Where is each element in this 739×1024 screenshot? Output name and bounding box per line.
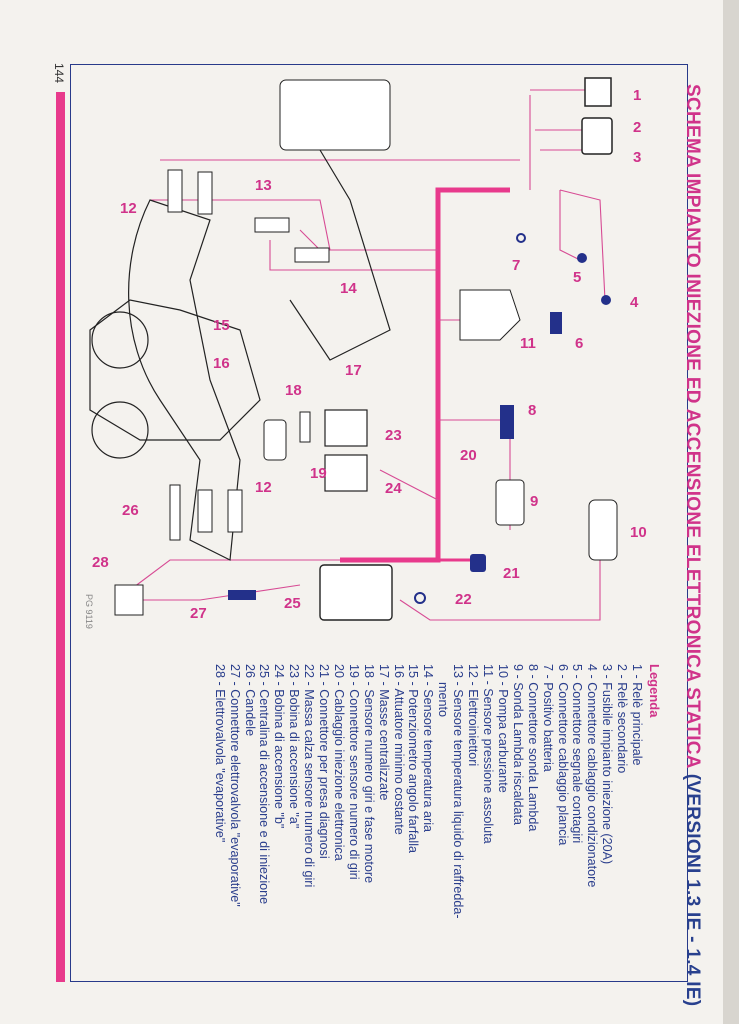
legend-item: 10 - Pompa carburante [495, 664, 510, 793]
legend-item: 26 - Candele [242, 664, 257, 737]
diagram-frame [70, 64, 688, 982]
callout-22: 22 [455, 591, 472, 608]
pressure-sensor [459, 289, 521, 341]
callout-2: 2 [633, 119, 641, 136]
legend-item: 18 - Sensore numero giri e fase motore [361, 664, 376, 884]
callout-14: 14 [340, 280, 357, 297]
legend-item: 19 - Connettore sensore numero di giri [346, 664, 361, 880]
legend-item: 28 - Elettrovalvola "evaporative" [212, 664, 227, 843]
air-filter [279, 79, 391, 151]
legend-item: 14 - Sensore temperatura aria [421, 664, 436, 833]
main-relay [584, 77, 612, 107]
legend-item: 2 - Relè secondario [615, 664, 630, 774]
title-main: SCHEMA IMPIANTO INIEZIONE ED ACCENSIONE … [682, 84, 703, 769]
legend-item: 7 - Positivo batteria [540, 664, 555, 772]
callout-11: 11 [520, 335, 536, 352]
callout-24: 24 [385, 480, 402, 497]
legend-item: 24 - Bobina di accensione "b" [272, 664, 287, 829]
callout-12: 12 [120, 200, 137, 217]
callout-6: 6 [575, 335, 583, 352]
legend-item: 9 - Sonda Lambda riscaldata [510, 664, 525, 826]
lambda-sensor [495, 479, 525, 526]
legend-item-continued: mento [436, 682, 451, 718]
legend-item: 8 - Connettore sonda Lambda [525, 664, 540, 832]
callout-10: 10 [630, 524, 647, 541]
page-title: SCHEMA IMPIANTO INIEZIONE ED ACCENSIONE … [681, 84, 703, 1006]
callout-21: 21 [503, 565, 520, 582]
callout-28: 28 [92, 554, 109, 571]
legend-item: 4 - Connettore cablaggio condizionatore [585, 664, 600, 888]
legend-item: 3 - Fusibile impianto iniezione (20A) [600, 664, 615, 865]
legend-item: 17 - Masse centralizzate [376, 664, 391, 801]
callout-26: 26 [122, 502, 139, 519]
callout-20: 20 [460, 447, 477, 464]
fuel-pump [588, 499, 618, 561]
legend-item: 16 - Attuatore minimo costante [391, 664, 406, 835]
callout-12b: 12 [255, 479, 272, 496]
callout-13: 13 [255, 177, 272, 194]
title-version: (VERSIONI 1.3 IE - 1.4 IE) [682, 773, 703, 1007]
legend-item: 22 - Massa calza sensore numero di giri [302, 664, 317, 888]
main-harness [340, 187, 510, 563]
callout-9: 9 [530, 493, 538, 510]
page-edge [723, 0, 739, 1024]
engine-block [89, 299, 261, 441]
legend-item: 21 - Connettore per presa diagnosi [317, 664, 332, 859]
legend-item: 5 - Connettore segnale contagiri [570, 664, 585, 844]
legend-item: 6 - Connettore cablaggio plancia [555, 664, 570, 846]
legend-item: 13 - Sensore temperatura liquido di raff… [451, 664, 466, 919]
accent-bar [56, 92, 65, 982]
legend-item: 1 - Relè principale [630, 664, 645, 766]
legend-item: 20 - Cablaggio iniezione elettronica [331, 664, 346, 861]
callout-3: 3 [633, 149, 641, 166]
callout-7: 7 [512, 257, 520, 274]
intake-manifold [128, 199, 241, 561]
callout-16: 16 [213, 355, 230, 372]
callout-18: 18 [285, 382, 302, 399]
callout-15: 15 [213, 317, 230, 334]
callout-8: 8 [528, 402, 536, 419]
callout-17: 17 [345, 362, 362, 379]
callout-23: 23 [385, 427, 402, 444]
callout-25: 25 [284, 595, 301, 612]
legend-item: 15 - Potenziometro angolo farfalla [406, 664, 421, 854]
ignition-coil-a [324, 409, 368, 447]
legend-heading: Legenda [647, 664, 662, 718]
evap-valve [114, 584, 144, 616]
legend-item: 11 - Sensore pressione assoluta [481, 664, 496, 844]
legend-item: 12 - Elettroiniettori [466, 664, 481, 767]
ecu [319, 564, 393, 621]
ignition-coil-b [324, 454, 368, 492]
callout-labels: 1 2 3 4 5 6 7 8 9 10 11 12 12 13 14 15 1… [92, 87, 647, 622]
callout-1: 1 [633, 87, 641, 104]
legend-item: 23 - Bobina di accensione "a" [287, 664, 302, 829]
rotated-content: SCHEMA IMPIANTO INIEZIONE ED ACCENSIONE … [83, 84, 703, 1006]
legend-item: 27 - Connettore elettrovalvola "evaporat… [227, 664, 242, 907]
callout-5: 5 [573, 269, 581, 286]
secondary-relay [581, 117, 613, 155]
callout-19: 19 [310, 465, 327, 482]
callout-27: 27 [190, 605, 207, 622]
legend-item: 25 - Centralina di accensione e di iniez… [257, 664, 272, 905]
callout-4: 4 [630, 294, 639, 311]
